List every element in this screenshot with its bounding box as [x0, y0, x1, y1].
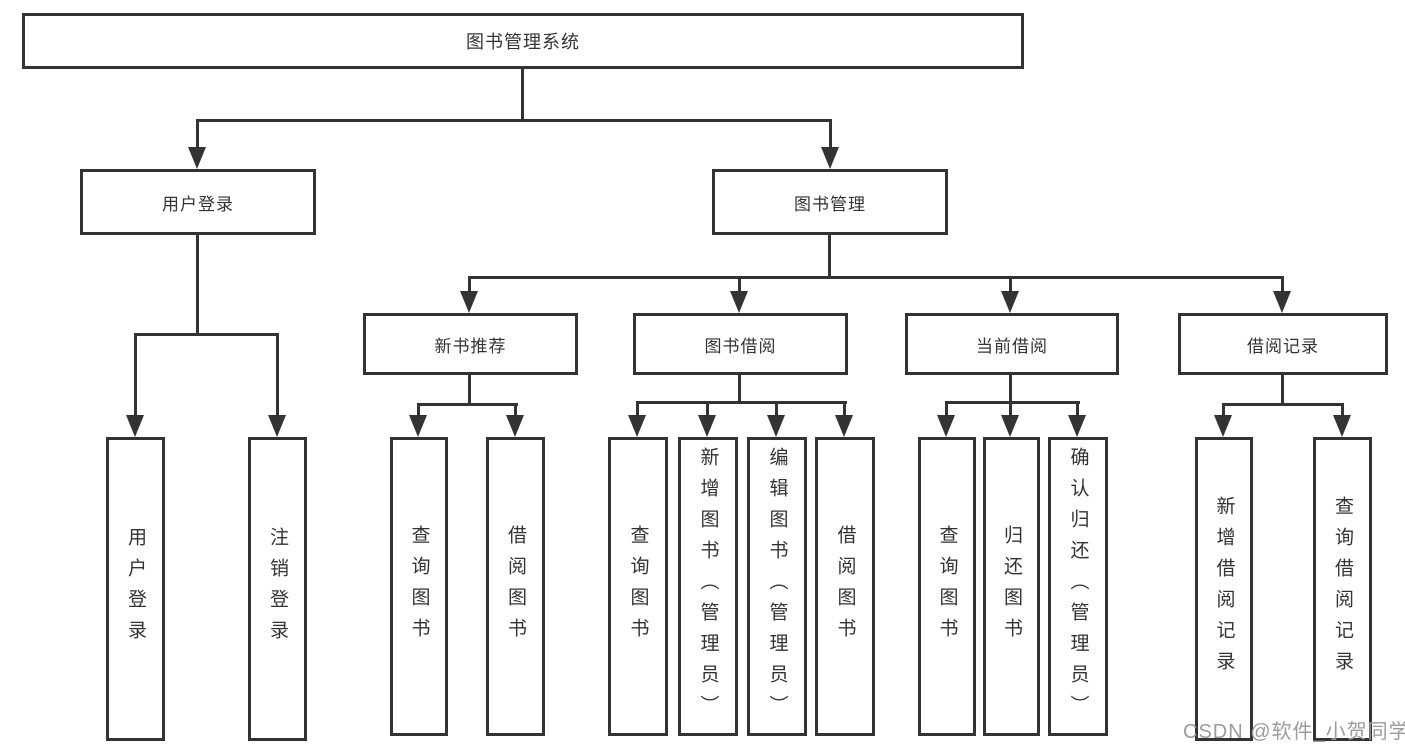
node-user-login-label: 用户登录 [162, 194, 234, 214]
node-records-add-record: 新增借阅记录 [1195, 437, 1253, 741]
arrow-down-icon [835, 415, 853, 437]
connector-drop-leaf [1076, 401, 1079, 416]
node-current-borrow: 当前借阅 [905, 313, 1119, 375]
node-book-borrow: 图书借阅 [633, 313, 848, 375]
node-logout-login-leaf: 注销登录 [248, 437, 307, 741]
connector-drop-book-management [829, 119, 832, 149]
connector-root-bus [196, 119, 832, 122]
arrow-down-icon [1001, 291, 1019, 313]
connector-drop-login-leaf [134, 333, 137, 416]
connector-drop-leaf [706, 401, 709, 416]
node-current-query-books: 查询图书 [918, 437, 976, 736]
leaf-label: 归还图书 [1001, 524, 1022, 649]
connector-drop-leaf [1009, 401, 1012, 416]
arrow-down-icon [767, 415, 785, 437]
node-book-borrow-label: 图书借阅 [704, 336, 777, 356]
connector-drop-leaf [843, 401, 846, 416]
connector-drop-leaf [514, 403, 517, 416]
node-user-login-leaf: 用户登录 [106, 437, 165, 741]
node-newbook-borrow-books: 借阅图书 [486, 437, 545, 736]
connector-drop-leaf [1222, 403, 1225, 416]
node-user-login: 用户登录 [80, 169, 316, 235]
node-root: 图书管理系统 [22, 13, 1024, 69]
leaf-label: 查询图书 [408, 524, 430, 649]
leaf-label: 新增图书（管理员） [697, 447, 719, 726]
connector-drop-leaf [1341, 403, 1344, 416]
node-borrow-edit-books-admin: 编辑图书（管理员） [747, 437, 807, 736]
connector-drop-leaf [775, 401, 778, 416]
arrow-down-icon [126, 415, 144, 437]
connector-borrow-records-bus [1222, 403, 1344, 406]
node-borrow-query-books: 查询图书 [608, 437, 668, 736]
connector-drop-borrow-records [1281, 276, 1284, 293]
connector-new-books-stem [468, 375, 471, 406]
leaf-label: 确认归还（管理员） [1067, 447, 1089, 726]
node-records-query-record: 查询借阅记录 [1313, 437, 1372, 741]
connector-drop-leaf [945, 401, 948, 416]
connector-drop-leaf [417, 403, 420, 416]
connector-new-books-bus [417, 403, 518, 406]
connector-drop-leaf [636, 401, 639, 416]
leaf-label: 注销登录 [267, 527, 288, 651]
arrow-down-icon [1273, 291, 1291, 313]
arrow-down-icon [1214, 415, 1232, 437]
leaf-label: 用户登录 [125, 527, 146, 651]
arrow-down-icon [506, 415, 524, 437]
connector-root-stem [521, 69, 524, 122]
arrow-down-icon [188, 147, 206, 169]
arrow-down-icon [1068, 415, 1086, 437]
arrow-down-icon [1333, 415, 1351, 437]
leaf-label: 新增借阅记录 [1213, 496, 1235, 682]
connector-book-borrow-bus [636, 401, 847, 404]
leaf-label: 编辑图书（管理员） [766, 447, 788, 726]
connector-current-borrow-bus [945, 401, 1080, 404]
node-current-return-books: 归还图书 [983, 437, 1040, 736]
node-new-book-recommend: 新书推荐 [363, 313, 578, 375]
node-new-book-recommend-label: 新书推荐 [434, 336, 507, 356]
node-root-label: 图书管理系统 [466, 32, 580, 52]
node-borrow-add-books-admin: 新增图书（管理员） [678, 437, 738, 736]
connector-book-management-bus [468, 276, 1284, 279]
arrow-down-icon [628, 415, 646, 437]
arrow-down-icon [1001, 415, 1019, 437]
node-borrow-records: 借阅记录 [1178, 313, 1388, 375]
leaf-label: 借阅图书 [505, 524, 526, 649]
connector-borrow-records-stem [1281, 375, 1284, 406]
arrow-down-icon [730, 291, 748, 313]
node-borrow-borrow-books: 借阅图书 [815, 437, 875, 736]
watermark: CSDN @软件_小贺同学 [1183, 721, 1405, 743]
connector-book-management-stem [828, 235, 831, 279]
arrow-down-icon [937, 415, 955, 437]
node-borrow-records-label: 借阅记录 [1247, 336, 1319, 356]
arrow-down-icon [460, 291, 478, 313]
node-book-management: 图书管理 [712, 169, 948, 235]
arrow-down-icon [409, 415, 427, 437]
leaf-label: 查询图书 [936, 524, 958, 649]
connector-book-borrow-stem [738, 375, 741, 404]
connector-drop-book-borrow [738, 276, 741, 293]
connector-user-login-bus [134, 333, 279, 336]
leaf-label: 借阅图书 [834, 524, 856, 649]
node-current-confirm-return-admin: 确认归还（管理员） [1048, 437, 1108, 736]
connector-drop-user-login [196, 119, 199, 149]
connector-user-login-stem [196, 235, 199, 336]
node-current-borrow-label: 当前借阅 [976, 336, 1048, 356]
connector-drop-current-borrow [1009, 276, 1012, 293]
arrow-down-icon [698, 415, 716, 437]
node-book-management-label: 图书管理 [794, 194, 866, 214]
arrow-down-icon [268, 415, 286, 437]
leaf-label: 查询借阅记录 [1332, 496, 1353, 682]
connector-drop-logout-leaf [276, 333, 279, 416]
connector-current-borrow-stem [1009, 375, 1012, 404]
connector-drop-new-books [468, 276, 471, 293]
leaf-label: 查询图书 [627, 524, 649, 649]
arrow-down-icon [821, 147, 839, 169]
node-newbook-query-books: 查询图书 [390, 437, 448, 736]
